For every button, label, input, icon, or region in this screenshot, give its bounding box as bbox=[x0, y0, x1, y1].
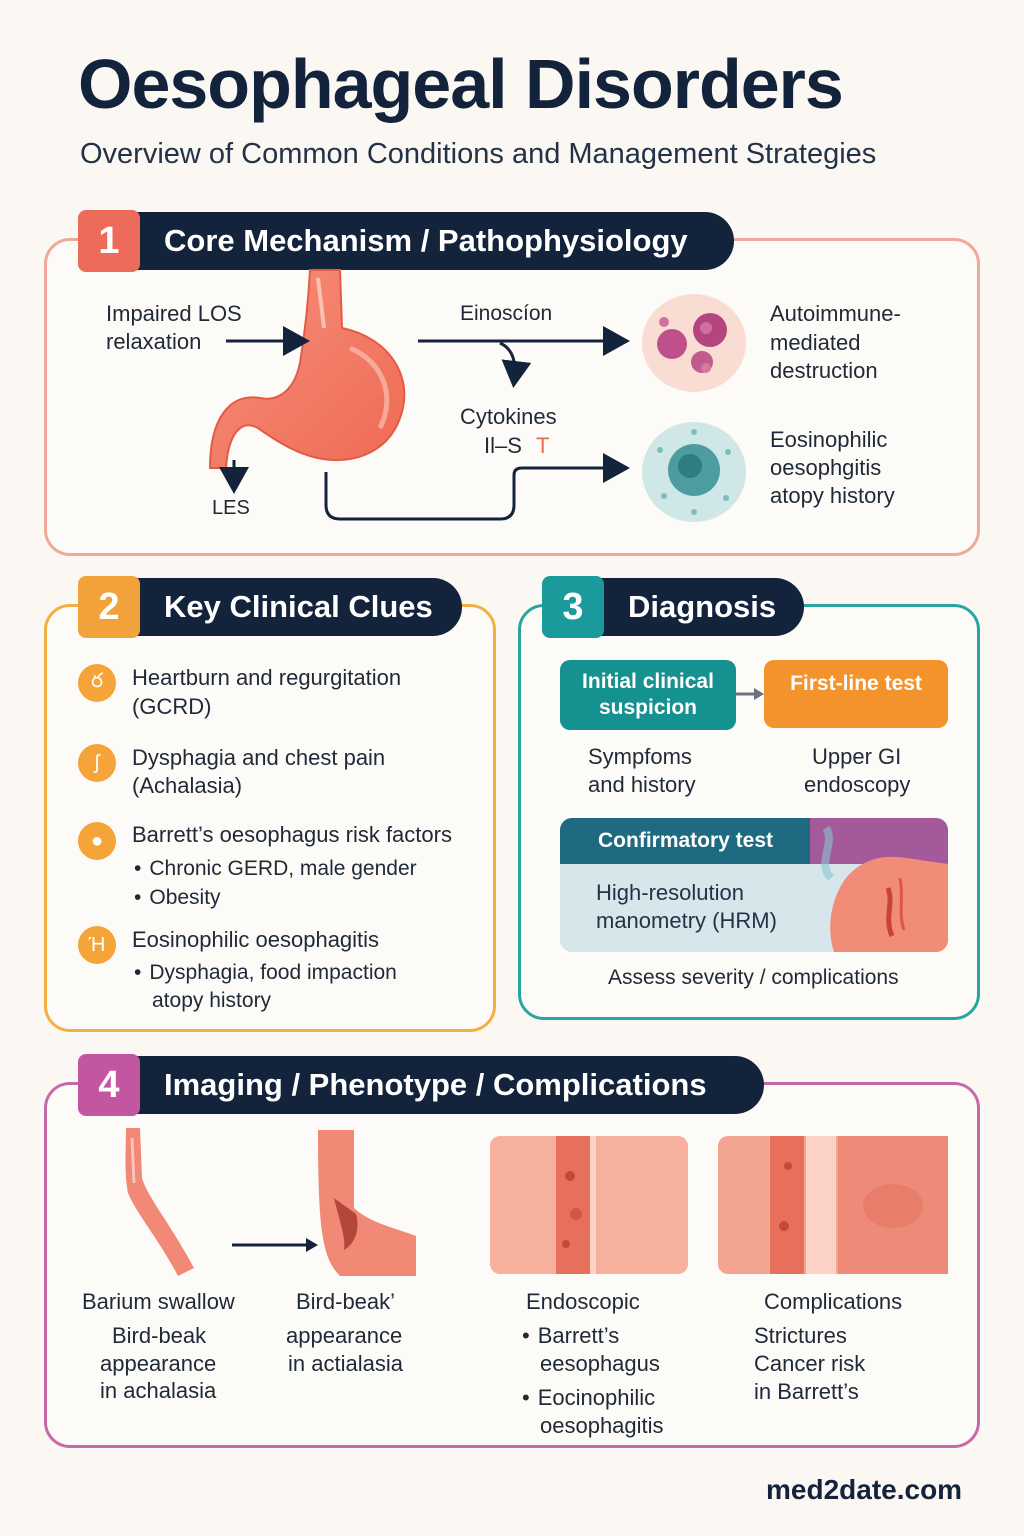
footer-site-link[interactable]: med2date.com bbox=[766, 1474, 963, 1505]
cytokines-label: Cytokines bbox=[460, 404, 557, 429]
section-1-panel bbox=[44, 238, 980, 556]
clue-4-bullet-1-cont: atopy history bbox=[152, 989, 272, 1012]
eosinophil-cell-icon bbox=[642, 422, 746, 522]
autoimmune-label-2: mediated bbox=[770, 330, 861, 355]
complications-line-2: Cancer risk bbox=[754, 1351, 866, 1376]
diagnosis-arrow bbox=[736, 688, 764, 700]
complications-image bbox=[718, 1136, 948, 1274]
autoimmune-label-1: Autoimmune- bbox=[770, 301, 901, 326]
page-subtitle: Overview of Common Conditions and Manage… bbox=[80, 138, 877, 170]
initial-suspicion-line-2: suspicion bbox=[598, 696, 697, 719]
imaging-arrow bbox=[232, 1238, 318, 1252]
clue-4-bullet-1: Dysphagia, food impaction bbox=[134, 959, 396, 987]
endoscopic-bullet-1-cont: eesophagus bbox=[540, 1351, 660, 1376]
section-2-number: 2 bbox=[78, 576, 140, 638]
einosin-label: Einoscíon bbox=[460, 302, 553, 325]
clue-3-bullet-2: Obesity bbox=[134, 884, 220, 912]
confirmatory-label: Confirmatory test bbox=[598, 829, 774, 852]
clue-4-line-1: Eosinophilic oesophagitis bbox=[132, 927, 380, 952]
bird-beak-illustration bbox=[318, 1130, 416, 1276]
section-3-title: Diagnosis bbox=[628, 589, 777, 624]
section-1-header: Core Mechanism / Pathophysiology bbox=[120, 212, 734, 270]
section-3-number: 3 bbox=[542, 576, 604, 638]
section-4-title: Imaging / Phenotype / Complications bbox=[164, 1067, 707, 1102]
hrm-line-2: manometry (HRM) bbox=[596, 908, 777, 933]
clue-2-line-1: Dysphagia and chest pain bbox=[132, 745, 386, 770]
cytokines-sub-text: Il–S bbox=[484, 433, 522, 458]
weight-icon: ● bbox=[78, 822, 116, 860]
initial-suspicion-line-1: Initial clinical bbox=[582, 670, 714, 693]
endoscopy-line-2: endoscopy bbox=[804, 772, 911, 797]
endoscopic-image bbox=[490, 1136, 688, 1274]
manometry-illustration bbox=[821, 825, 948, 952]
first-line-test-label: First-line test bbox=[790, 672, 922, 695]
complications-line-1: Strictures bbox=[754, 1323, 847, 1348]
initial-suspicion-box: Initial clinical suspicion bbox=[560, 660, 736, 730]
eos-label-3: atopy history bbox=[770, 483, 895, 508]
section-4-header: Imaging / Phenotype / Complications bbox=[120, 1056, 764, 1114]
complications-line-3: in Barrett’s bbox=[754, 1379, 859, 1404]
impaired-los-label-1: Impaired LOS bbox=[106, 301, 242, 326]
confirmatory-box: Confirmatory test High-resolution manome… bbox=[560, 818, 948, 952]
confirmatory-header-bar-right bbox=[810, 818, 948, 864]
barium-line-2: appearance bbox=[100, 1351, 217, 1376]
eos-label-1: Eosinophilic bbox=[770, 427, 888, 452]
hrm-line-1: High-resolution bbox=[596, 880, 744, 905]
first-line-test-box: First-line test bbox=[764, 660, 948, 728]
section-1-arrows bbox=[219, 326, 630, 521]
clue-2-line-2: (Achalasia) bbox=[132, 773, 243, 798]
endoscopic-bullet-2: Eocinophilic bbox=[522, 1384, 655, 1412]
autoimmune-label-3: destruction bbox=[770, 358, 878, 383]
endoscopic-bullet-2-cont: oesophagitis bbox=[540, 1413, 664, 1438]
airway-icon: Ή bbox=[78, 926, 116, 964]
endoscopy-line-1: Upper GI bbox=[812, 744, 902, 769]
stomach-illustration bbox=[208, 269, 406, 469]
page-title: Oesophageal Disorders bbox=[78, 45, 844, 123]
eos-label-2: oesophgitis bbox=[770, 455, 882, 480]
cytokines-sub-label: Il–S T bbox=[484, 432, 550, 460]
clue-1-line-2: (GCRD) bbox=[132, 694, 212, 719]
endoscopic-bullet-1: Barrett’s bbox=[522, 1322, 620, 1350]
barium-line-1: Bird-beak bbox=[112, 1323, 207, 1348]
les-label: LES bbox=[212, 497, 250, 519]
stomach-icon: ర bbox=[78, 664, 116, 702]
endoscopic-title: Endoscopic bbox=[526, 1289, 640, 1314]
clue-3-line-1: Barrett’s oesophagus risk factors bbox=[132, 822, 452, 847]
oesophagus-icon: ʃ bbox=[78, 744, 116, 782]
section-4-number: 4 bbox=[78, 1054, 140, 1116]
cytokines-up-arrow: T bbox=[536, 433, 550, 458]
section-1-number: 1 bbox=[78, 210, 140, 272]
birdbeak-line-2: in actialasia bbox=[288, 1351, 403, 1376]
complications-title: Complications bbox=[764, 1289, 903, 1314]
clue-1-line-1: Heartburn and regurgitation bbox=[132, 665, 402, 690]
barium-oesophagus-illustration bbox=[125, 1128, 194, 1276]
section-3-header: Diagnosis bbox=[580, 578, 804, 636]
section-1-title: Core Mechanism / Pathophysiology bbox=[164, 223, 688, 258]
symptoms-line-1: Sympfoms bbox=[588, 744, 692, 769]
section-2-header: Key Clinical Clues bbox=[120, 578, 462, 636]
symptoms-line-2: and history bbox=[588, 772, 696, 797]
autoimmune-cell-icon bbox=[642, 294, 746, 392]
birdbeak-title: Bird-beak’ bbox=[296, 1289, 396, 1314]
barium-line-3: in achalasia bbox=[100, 1378, 217, 1403]
assess-severity-label: Assess severity / complications bbox=[608, 966, 899, 989]
barium-title: Barium swallow bbox=[82, 1289, 235, 1314]
impaired-los-label-2: relaxation bbox=[106, 329, 202, 354]
confirmatory-header-bar bbox=[560, 818, 830, 864]
clue-3-bullet-1: Chronic GERD, male gender bbox=[134, 855, 416, 883]
birdbeak-line-1: appearance bbox=[286, 1323, 403, 1348]
section-2-title: Key Clinical Clues bbox=[164, 589, 433, 624]
